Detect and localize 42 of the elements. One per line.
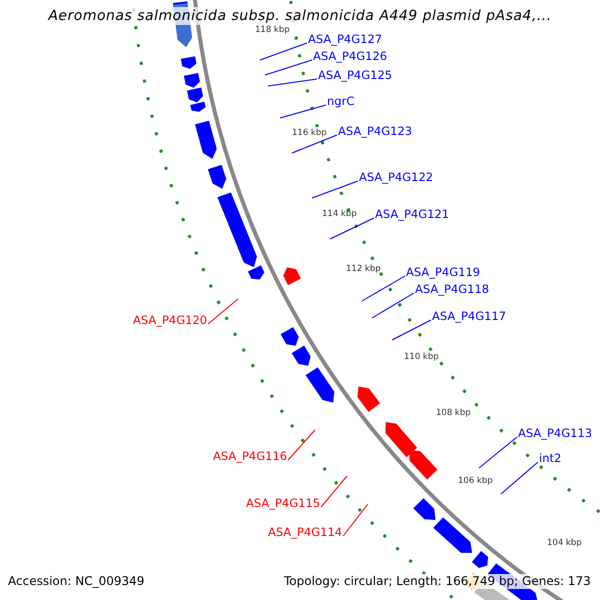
gene-label: ASA_P4G118 bbox=[415, 282, 490, 296]
gene-label: ASA_P4G122 bbox=[359, 170, 434, 184]
gene-label: ASA_P4G126 bbox=[313, 49, 388, 63]
leader-line bbox=[500, 462, 538, 494]
leader-line bbox=[288, 430, 316, 460]
leader-line bbox=[260, 42, 308, 60]
leader-line bbox=[330, 218, 374, 240]
gene-label: ASA_P4G121 bbox=[375, 207, 450, 221]
gene-label: ASA_P4G125 bbox=[318, 68, 392, 82]
gene-label: ASA_P4G123 bbox=[338, 124, 412, 138]
leader-line bbox=[292, 134, 338, 154]
gene-label: ASA_P4G117 bbox=[432, 309, 506, 323]
leader-line bbox=[392, 320, 432, 340]
leader-line bbox=[372, 292, 414, 318]
scale-label: 116 kbp bbox=[292, 128, 327, 138]
gene-label: ASA_P4G116 bbox=[213, 449, 288, 463]
gene-label: ASA_P4G113 bbox=[518, 426, 592, 440]
leader-line bbox=[362, 276, 406, 302]
info-text: Topology: circular; Length: 166,749 bp; Genes: 173 bbox=[284, 574, 591, 589]
scale-label: 118 kbp bbox=[255, 25, 290, 35]
scale-label: 110 kbp bbox=[404, 352, 439, 362]
gene-label: int2 bbox=[539, 451, 562, 465]
gene-label: ngrC bbox=[327, 94, 354, 108]
info-text: Accession: NC_009349 bbox=[8, 574, 144, 589]
scale-label: 104 kbp bbox=[547, 538, 582, 548]
leader-line bbox=[312, 180, 358, 198]
leader-line bbox=[342, 504, 368, 536]
leader-line bbox=[280, 104, 326, 118]
leader-line bbox=[268, 78, 318, 86]
scale-label: 114 kbp bbox=[322, 209, 357, 219]
scale-label: 108 kbp bbox=[436, 408, 471, 418]
gene-label: ASA_P4G127 bbox=[308, 32, 382, 46]
gene-label: ASA_P4G119 bbox=[406, 265, 480, 279]
leader-line bbox=[478, 436, 518, 468]
scale-label: 112 kbp bbox=[346, 264, 381, 274]
leader-line bbox=[264, 60, 312, 76]
gene-label: ASA_P4G120 bbox=[133, 313, 208, 327]
leader-line bbox=[320, 476, 348, 508]
scale-label: 106 kbp bbox=[458, 476, 493, 486]
leader-line bbox=[208, 298, 238, 324]
gene-label: ASA_P4G114 bbox=[268, 525, 342, 539]
gene-label: ASA_P4G115 bbox=[246, 496, 320, 510]
